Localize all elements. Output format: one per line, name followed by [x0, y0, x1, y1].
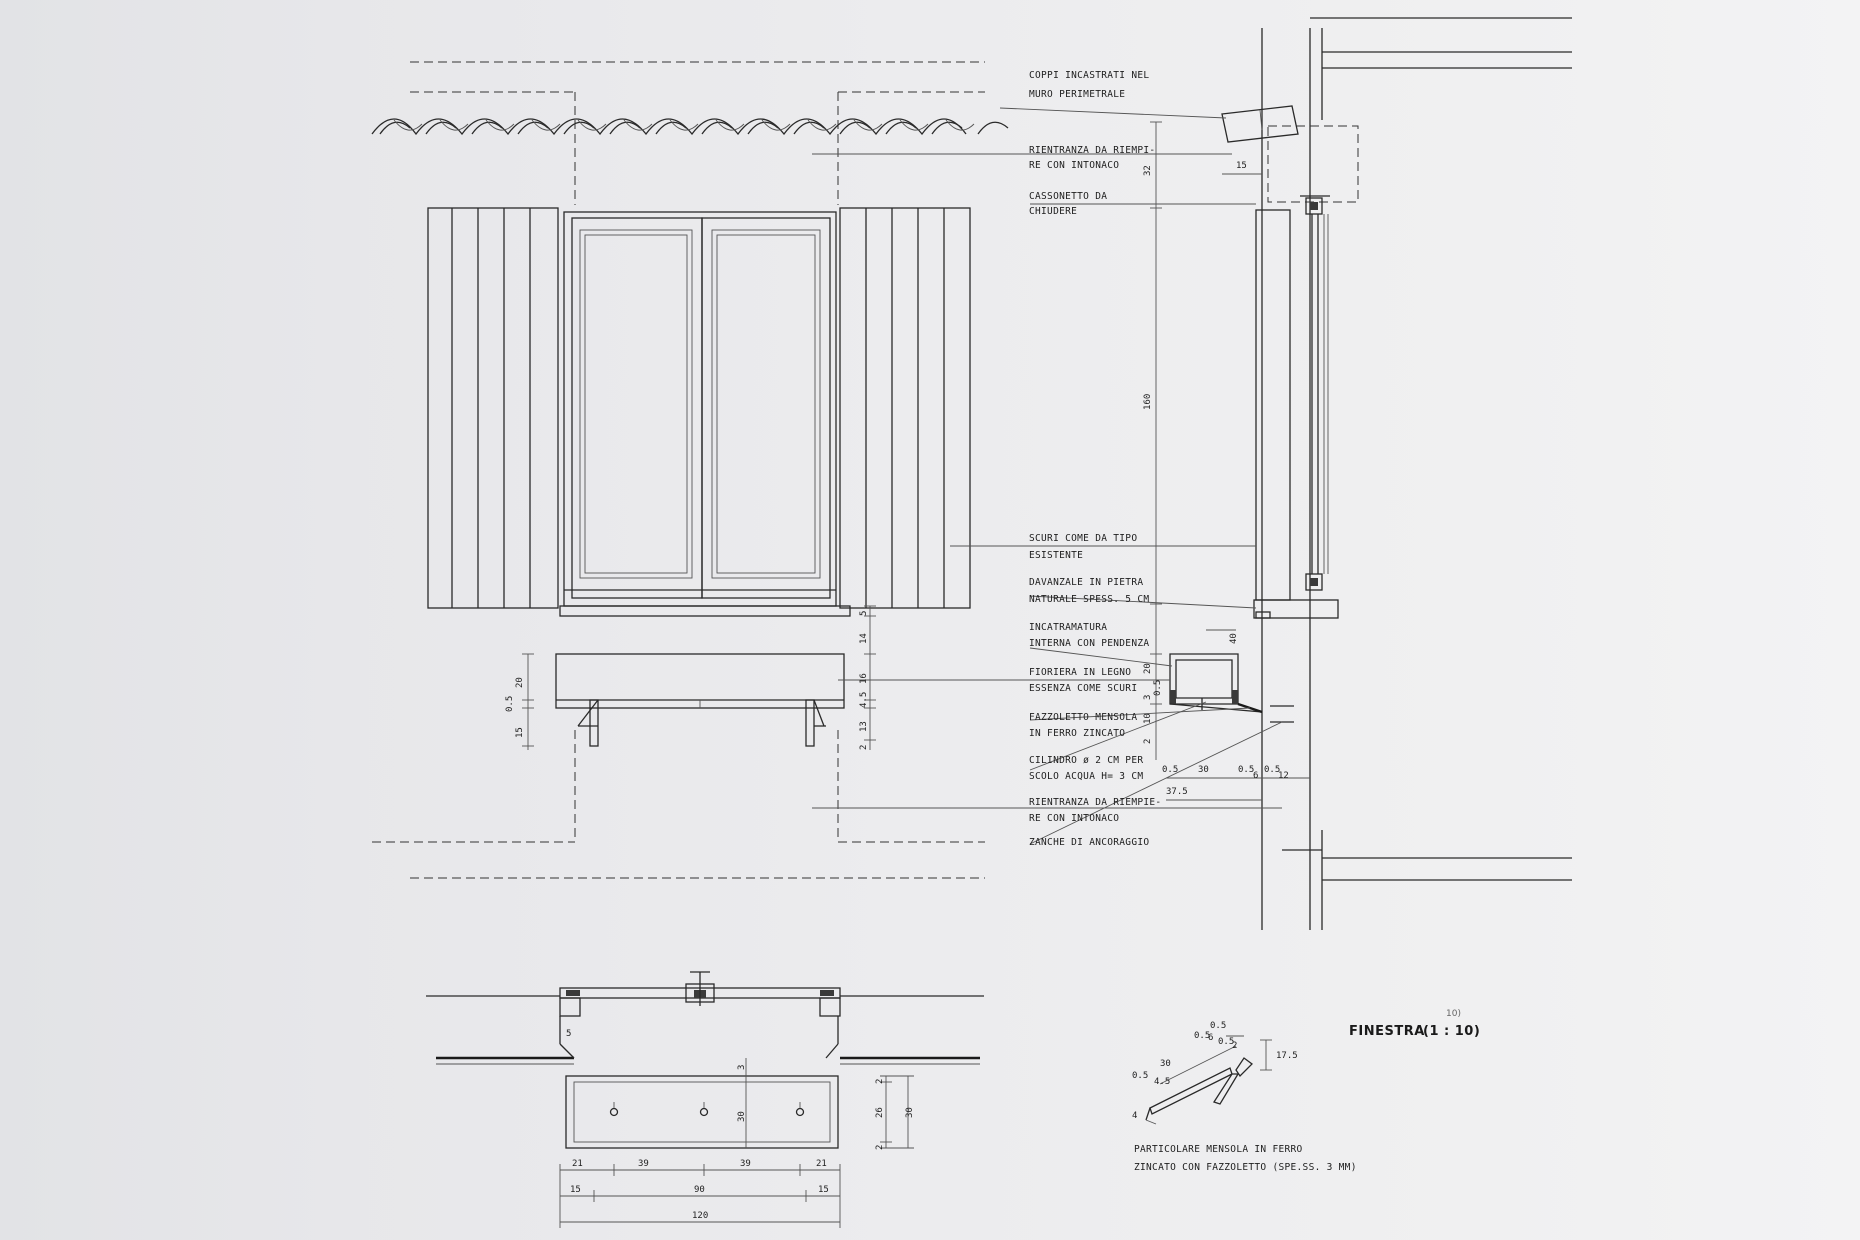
dim-bracket-05a: 0.5: [1210, 1021, 1226, 1031]
dim-section-20: 20: [1143, 663, 1153, 674]
label-cilindro-2: SCOLO ACQUA H= 3 CM: [1029, 771, 1143, 782]
dim-bracket-175: 17.5: [1276, 1051, 1298, 1061]
dim-bracket-05c: 0.5: [1218, 1037, 1234, 1047]
dim-plan-row1-21a: 21: [572, 1159, 583, 1169]
dim-plan-right-26: 26: [875, 1107, 885, 1118]
dim-bracket-45: 4.5: [1154, 1077, 1170, 1087]
left-shutter: [427, 207, 559, 609]
label-fioriera-1: FIORIERA IN LEGNO: [1029, 667, 1131, 678]
dim-plan-row2-15b: 15: [818, 1185, 829, 1195]
dim-elev-right-2: 2: [859, 745, 869, 750]
right-shutter: [839, 207, 971, 609]
window-elevation: [563, 211, 837, 607]
dim-elev-right-45: 4.5: [859, 692, 869, 708]
section-dimensions: 32 160 40 20 3 0.5 10 2 15 0.5 30 0.5 6 …: [1143, 121, 1310, 801]
label-particolare-1: PARTICOLARE MENSOLA IN FERRO: [1134, 1144, 1303, 1155]
elevation-right-dimensions: 5 14 16 4.5 13 2: [859, 605, 876, 750]
label-coppi-2: MURO PERIMETRALE: [1029, 89, 1125, 100]
dim-section-40: 40: [1229, 633, 1239, 644]
dim-section-160: 160: [1143, 394, 1153, 410]
sill-elevation: [559, 605, 851, 617]
dim-section-bottom-05c: 0.5: [1264, 765, 1280, 775]
dim-plan-box-height: 30: [737, 1111, 747, 1122]
dim-elev-right-13: 13: [859, 721, 869, 732]
dim-section-bottom-05a: 0.5: [1162, 765, 1178, 775]
label-incatramatura-1: INCATRAMATURA: [1029, 622, 1107, 633]
dim-bracket-4: 4: [1132, 1111, 1137, 1121]
label-scuri-1: SCURI COME DA TIPO: [1029, 533, 1137, 544]
label-coppi-1: COPPI INCASTRATI NEL: [1029, 70, 1149, 81]
dim-plan-row2-15a: 15: [570, 1185, 581, 1195]
dim-plan-row3-120: 120: [692, 1211, 708, 1221]
label-zanche: ZANCHE DI ANCORAGGIO: [1029, 837, 1149, 848]
dim-section-10: 10: [1143, 713, 1153, 724]
dim-bracket-6: 6: [1208, 1033, 1213, 1043]
dim-section-05: 0.5: [1153, 680, 1163, 696]
elevation-left-dimensions: 20 0.5 15: [505, 653, 534, 750]
dim-section-bottom-6: 6: [1253, 771, 1258, 781]
dim-plan-row1-39a: 39: [638, 1159, 649, 1169]
dim-elev-right-14: 14: [859, 633, 869, 644]
label-davanzale-2: NATURALE SPESS. 5 CM: [1029, 594, 1149, 605]
dim-bracket-30: 30: [1160, 1059, 1171, 1069]
dim-section-32: 32: [1143, 165, 1153, 176]
dim-elev-left-20: 20: [515, 677, 525, 688]
label-cassonetto-2: CHIUDERE: [1029, 206, 1077, 217]
title-block: 10) FINESTRA (1 : 10): [1349, 1009, 1480, 1039]
dim-section-bottom-12: 12: [1278, 771, 1289, 781]
drawing-title: FINESTRA: [1349, 1024, 1425, 1039]
label-rientranza-bottom-1: RIENTRANZA DA RIEMPIE-: [1029, 797, 1161, 808]
dim-section-top-15: 15: [1236, 161, 1247, 171]
dim-elev-right-16: 16: [859, 673, 869, 684]
label-davanzale-1: DAVANZALE IN PIETRA: [1029, 577, 1143, 588]
label-rientranza-top-1: RIENTRANZA DA RIEMPI-: [1029, 145, 1155, 156]
label-fazzoletto-2: IN FERRO ZINCATO: [1029, 728, 1125, 739]
dim-plan-right-2a: 2: [875, 1079, 885, 1084]
planter-elevation: [555, 653, 845, 747]
dim-elev-right-5: 5: [859, 611, 869, 616]
dim-plan-row1-21b: 21: [816, 1159, 827, 1169]
label-particolare-2: ZINCATO CON FAZZOLETTO (SPE.SS. 3 MM): [1134, 1162, 1357, 1173]
dim-bracket-2: 2: [1232, 1041, 1237, 1051]
dim-plan-row1-39b: 39: [740, 1159, 751, 1169]
elevation-view: 20 0.5 15 5 14 16 4.5 13 2: [371, 61, 1009, 879]
label-rientranza-bottom-2: RE CON INTONACO: [1029, 813, 1119, 824]
dim-elev-left-05: 0.5: [505, 696, 515, 712]
dim-plan-right-30: 30: [905, 1107, 915, 1118]
label-incatramatura-2: INTERNA CON PENDENZA: [1029, 638, 1149, 649]
dim-elev-left-15: 15: [515, 727, 525, 738]
label-scuri-2: ESISTENTE: [1029, 550, 1083, 561]
dim-plan-gap: 5: [566, 1029, 571, 1039]
plan-view: 5 3 30 2 26 2 30 21: [426, 971, 984, 1228]
dim-section-2: 2: [1143, 739, 1153, 744]
label-cilindro-1: CILINDRO ø 2 CM PER: [1029, 755, 1143, 766]
dim-plan-row2-90: 90: [694, 1185, 705, 1195]
label-fazzoletto-1: FAZZOLETTO MENSOLA: [1029, 712, 1137, 723]
label-rientranza-top-2: RE CON INTONACO: [1029, 160, 1119, 171]
bracket-detail: 0.5 0.5 6 0.5 2 30 17.5 0.5 4.5 4 PARTIC…: [1132, 1021, 1357, 1173]
label-cassonetto-1: CASSONETTO DA: [1029, 191, 1107, 202]
dim-bracket-05b: 0.5: [1194, 1031, 1210, 1041]
label-fioriera-2: ESSENZA COME SCURI: [1029, 683, 1137, 694]
dim-plan-small: 3: [737, 1065, 747, 1070]
dim-bracket-05d: 0.5: [1132, 1071, 1148, 1081]
dim-section-bottom-05b: 0.5: [1238, 765, 1254, 775]
sheet-number: 10): [1446, 1009, 1461, 1019]
dim-section-bottom-375: 37.5: [1166, 787, 1188, 797]
section-view: 32 160 40 20 3 0.5 10 2 15 0.5 30 0.5 6 …: [1143, 17, 1572, 930]
dim-plan-right-2b: 2: [875, 1145, 885, 1150]
roof-tiles: [371, 118, 1009, 136]
annotations: COPPI INCASTRATI NEL MURO PERIMETRALE RI…: [812, 70, 1283, 848]
drawing-scale: (1 : 10): [1423, 1024, 1480, 1039]
dim-section-3: 3: [1143, 695, 1153, 700]
dim-section-bottom-30: 30: [1198, 765, 1209, 775]
